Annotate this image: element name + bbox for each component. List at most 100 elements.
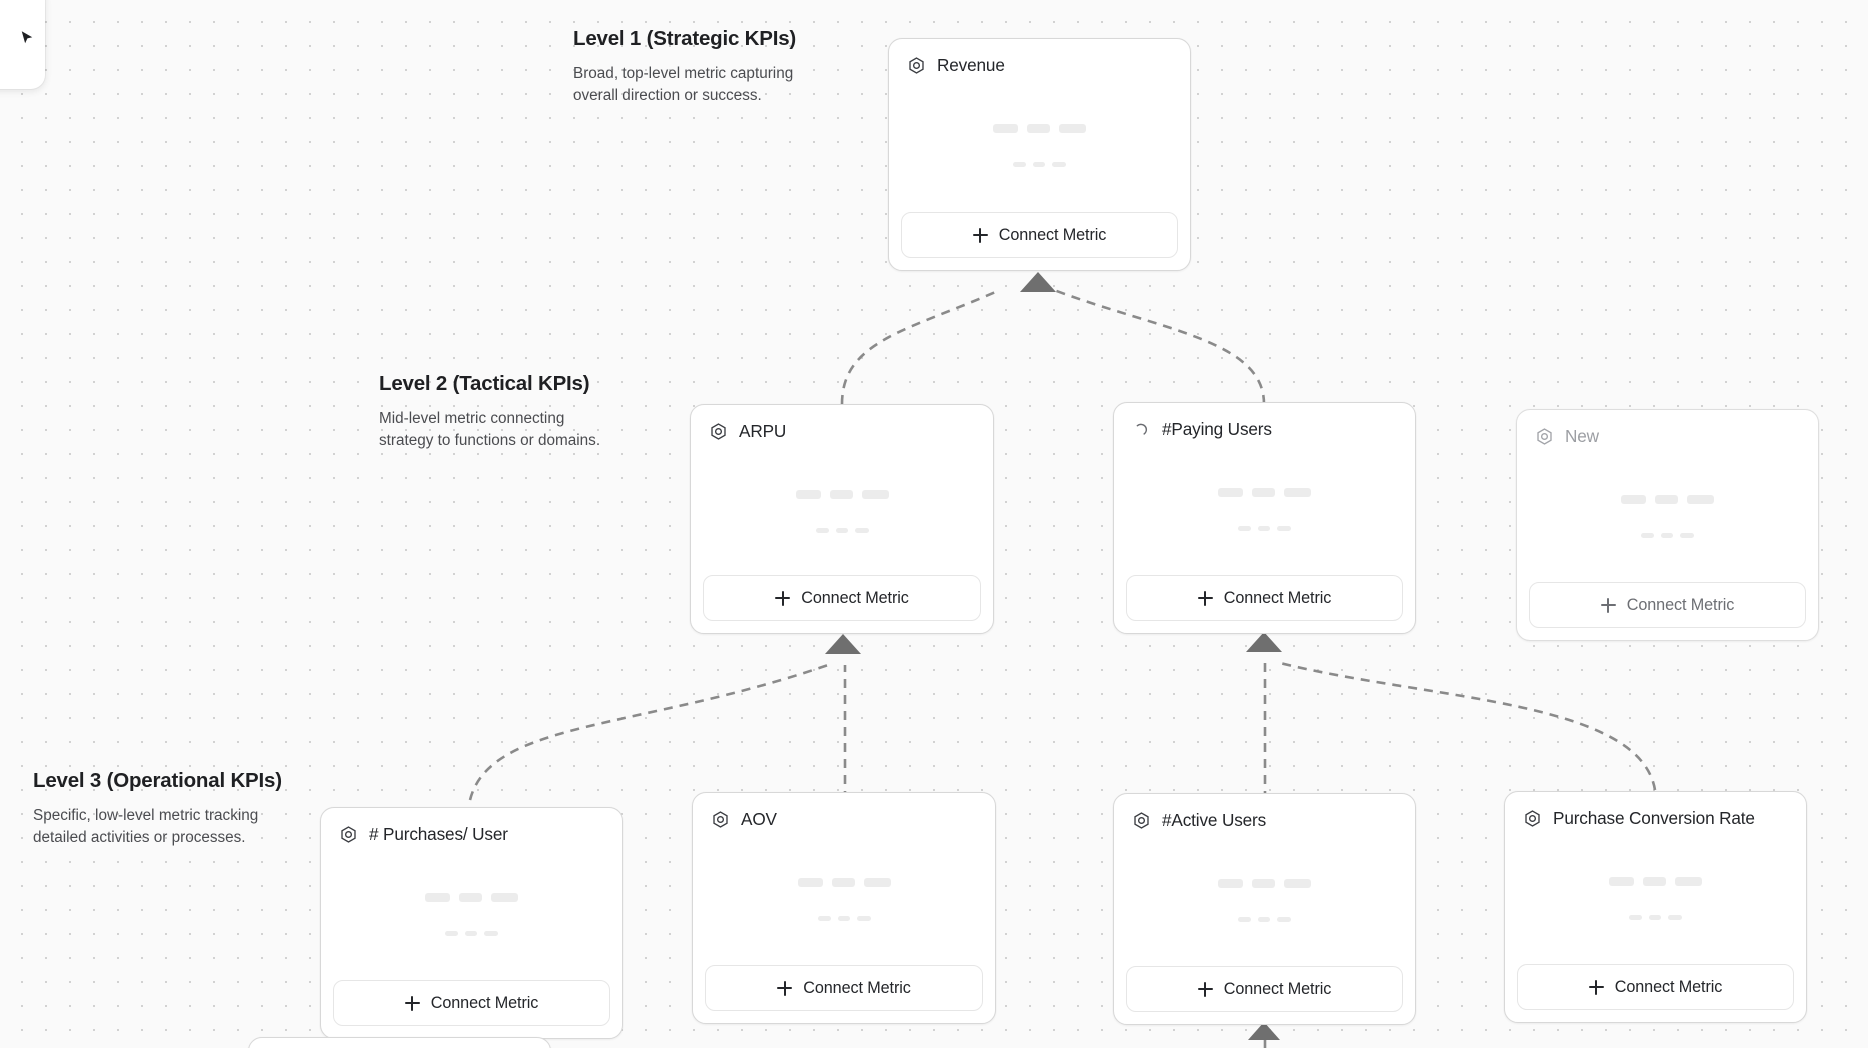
connect-metric-button[interactable]: Connect Metric bbox=[1126, 575, 1403, 621]
node-header: # Purchases/ User bbox=[321, 808, 622, 845]
skeleton-bar bbox=[465, 930, 477, 936]
skeleton-bar bbox=[1680, 532, 1694, 538]
skeleton-row-secondary bbox=[693, 915, 995, 921]
metric-node-new[interactable]: New Connect Metric bbox=[1516, 409, 1819, 641]
plus-icon bbox=[775, 590, 791, 606]
skeleton-bar bbox=[797, 877, 823, 887]
node-title: #Paying Users bbox=[1162, 419, 1272, 439]
skeleton-bar bbox=[863, 877, 891, 887]
skeleton-bar bbox=[1238, 916, 1251, 922]
arrowhead-arpu bbox=[825, 634, 861, 654]
skeleton-bar bbox=[1687, 494, 1714, 504]
hexagon-metric-icon bbox=[713, 811, 728, 828]
metric-node-aov[interactable]: AOV Connect Metric bbox=[692, 792, 996, 1024]
skeleton-bar bbox=[856, 915, 871, 921]
node-skeleton-body bbox=[321, 845, 622, 980]
node-title: Purchase Conversion Rate bbox=[1553, 808, 1755, 828]
skeleton-bar bbox=[1252, 487, 1275, 497]
skeleton-bar bbox=[1641, 532, 1654, 538]
hexagon-metric-icon bbox=[1134, 812, 1149, 829]
node-header: Purchase Conversion Rate bbox=[1505, 792, 1806, 829]
node-header: ARPU bbox=[691, 405, 993, 442]
skeleton-row-secondary bbox=[691, 527, 993, 533]
skeleton-row-secondary bbox=[1517, 532, 1818, 538]
skeleton-bar bbox=[1668, 914, 1682, 920]
hexagon-metric-icon bbox=[909, 57, 924, 74]
skeleton-bar bbox=[1027, 123, 1050, 133]
metric-node-paying-users[interactable]: #Paying Users Connect Metric bbox=[1113, 402, 1416, 634]
connect-metric-label: Connect Metric bbox=[801, 588, 909, 607]
hexagon-metric-icon bbox=[341, 826, 356, 843]
connect-metric-button[interactable]: Connect Metric bbox=[333, 980, 610, 1026]
skeleton-row-primary bbox=[889, 123, 1190, 133]
skeleton-bar bbox=[1609, 876, 1634, 886]
plus-icon bbox=[777, 980, 793, 996]
node-header: New bbox=[1517, 410, 1818, 447]
node-skeleton-body bbox=[1517, 447, 1818, 582]
skeleton-bar bbox=[1675, 876, 1702, 886]
skeleton-bar bbox=[1629, 914, 1642, 920]
metric-node-arpu[interactable]: ARPU Connect Metric bbox=[690, 404, 994, 634]
skeleton-row-primary bbox=[691, 489, 993, 499]
node-title: New bbox=[1565, 426, 1599, 446]
spinner-loading-icon bbox=[1136, 423, 1148, 435]
level-2-label-group: Level 2 (Tactical KPIs) Mid-level metric… bbox=[379, 371, 600, 452]
connect-metric-button[interactable]: Connect Metric bbox=[1529, 582, 1806, 628]
skeleton-row-primary bbox=[1505, 876, 1806, 886]
level-1-description: Broad, top-level metric capturing overal… bbox=[573, 64, 794, 104]
skeleton-bar bbox=[861, 489, 889, 499]
skeleton-row-secondary bbox=[1114, 916, 1415, 922]
edge-conversion-to-paying-users bbox=[1279, 661, 1657, 791]
skeleton-bar bbox=[993, 123, 1018, 133]
connect-metric-button[interactable]: Connect Metric bbox=[1517, 964, 1794, 1010]
hexagon-metric-icon bbox=[1525, 810, 1540, 827]
node-header: #Paying Users bbox=[1114, 403, 1415, 440]
skeleton-bar bbox=[1033, 161, 1045, 167]
node-title: #Active Users bbox=[1162, 810, 1267, 830]
plus-icon bbox=[1588, 979, 1604, 995]
metric-node-purchases-per-user[interactable]: # Purchases/ User Connect Metric bbox=[320, 807, 623, 1039]
skeleton-row-secondary bbox=[1505, 914, 1806, 920]
metric-node-revenue[interactable]: Revenue Connect Metric bbox=[888, 38, 1191, 271]
skeleton-bar bbox=[1258, 525, 1270, 531]
skeleton-bar bbox=[1655, 494, 1678, 504]
skeleton-row-primary bbox=[321, 892, 622, 902]
connect-metric-button[interactable]: Connect Metric bbox=[705, 965, 983, 1011]
node-title: ARPU bbox=[739, 421, 787, 441]
metric-node-purchase-conversion-rate[interactable]: Purchase Conversion Rate Connect Metric bbox=[1504, 791, 1807, 1023]
level-1-title: Level 1 (Strategic KPIs) bbox=[573, 27, 797, 50]
hexagon-metric-icon bbox=[711, 423, 726, 440]
connect-metric-button[interactable]: Connect Metric bbox=[1126, 966, 1403, 1012]
node-skeleton-body bbox=[1114, 831, 1415, 966]
metric-node-active-users[interactable]: #Active Users Connect Metric bbox=[1113, 793, 1416, 1025]
floating-corner-panel[interactable] bbox=[0, 0, 45, 89]
skeleton-bar bbox=[829, 489, 853, 499]
level-3-label-group: Level 3 (Operational KPIs) Specific, low… bbox=[33, 768, 282, 849]
skeleton-row-primary bbox=[693, 877, 995, 887]
connect-metric-button[interactable]: Connect Metric bbox=[901, 212, 1178, 258]
skeleton-bar bbox=[815, 527, 829, 533]
node-title: AOV bbox=[741, 809, 777, 829]
node-title: Revenue bbox=[937, 55, 1005, 75]
plus-icon bbox=[1197, 590, 1213, 606]
level-2-title: Level 2 (Tactical KPIs) bbox=[379, 372, 590, 395]
cursor-pointer-icon bbox=[21, 30, 33, 43]
skeleton-row-secondary bbox=[889, 161, 1190, 167]
skeleton-row-primary bbox=[1114, 878, 1415, 888]
skeleton-bar bbox=[425, 892, 450, 902]
skeleton-bar bbox=[1238, 525, 1251, 531]
skeleton-bar bbox=[831, 877, 855, 887]
connect-metric-button[interactable]: Connect Metric bbox=[703, 575, 981, 621]
connect-metric-label: Connect Metric bbox=[1223, 979, 1332, 998]
skeleton-row-primary bbox=[1517, 494, 1818, 504]
skeleton-bar bbox=[1661, 532, 1673, 538]
skeleton-row-secondary bbox=[321, 930, 622, 936]
skeleton-bar bbox=[1277, 916, 1291, 922]
skeleton-bar bbox=[1643, 876, 1666, 886]
skeleton-bar bbox=[484, 930, 498, 936]
metric-node-offscreen-bottom[interactable] bbox=[248, 1037, 551, 1048]
hexagon-metric-icon bbox=[1537, 428, 1552, 445]
skeleton-bar bbox=[795, 489, 821, 499]
skeleton-bar bbox=[1013, 161, 1026, 167]
